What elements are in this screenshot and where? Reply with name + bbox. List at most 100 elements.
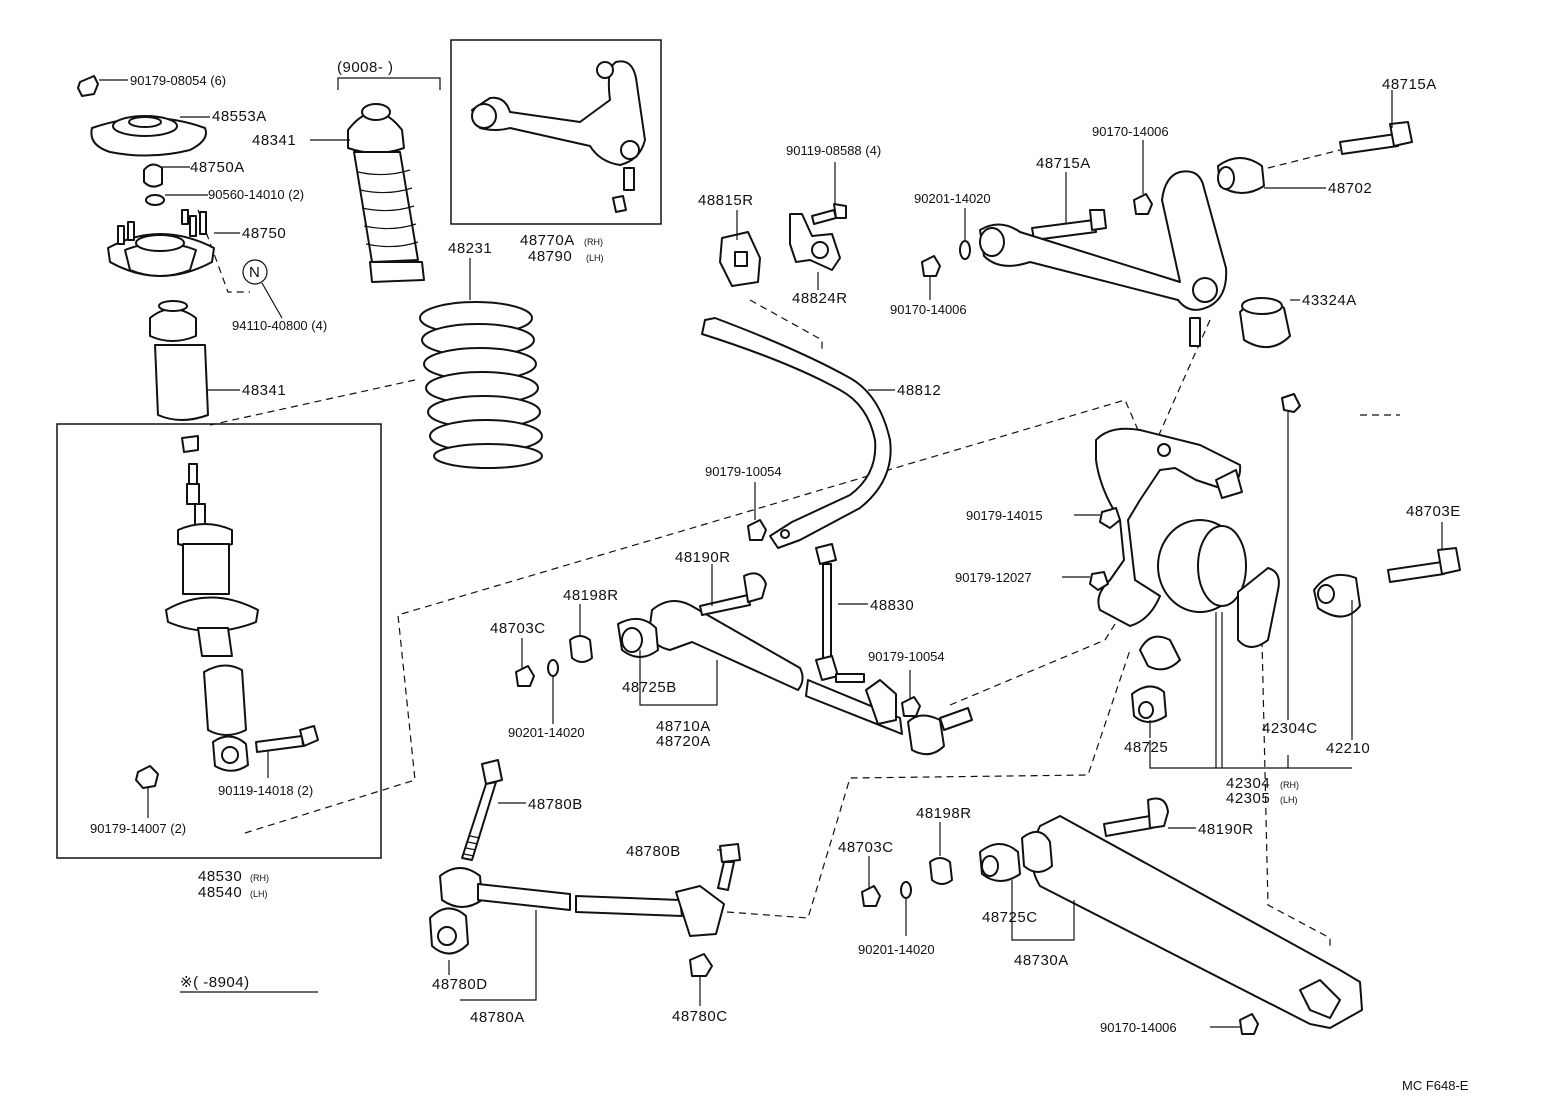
label-48540: 48540: [198, 884, 242, 901]
nut-90179-14007-icon: [135, 765, 159, 789]
guide-lower-arm: [726, 649, 1131, 919]
washer-90201-14020-a-icon: [547, 659, 559, 677]
label-90179-10054-a: 90179-10054: [705, 464, 782, 479]
bolt-48703E-icon: [1387, 547, 1461, 583]
upper-arm-48770A-icon: [471, 60, 646, 213]
label-90201-14020-c: 90201-14020: [914, 191, 991, 206]
label-48710A: 48710A: [656, 718, 711, 735]
label-43324A: 43324A: [1302, 292, 1357, 309]
washer-48198R-b-icon: [929, 857, 953, 885]
label-9008: (9008- ): [337, 59, 394, 76]
lower-arm-48730A-icon: [979, 815, 1363, 1029]
bolt-90119-08588-icon: [811, 203, 847, 225]
bumper-48341-upper-icon: [347, 103, 425, 283]
strut-rod-48780A-icon: [429, 867, 725, 955]
shock-absorber-icon: [165, 435, 259, 772]
label-48780D: 48780D: [432, 976, 488, 993]
label-90201-14020-b: 90201-14020: [858, 942, 935, 957]
washer-90560-14010-icon: [145, 194, 165, 206]
new-part-mark-icon: [242, 259, 268, 285]
bolt-48780B-b-icon: [717, 843, 741, 891]
steering-knuckle-icon: [1095, 427, 1280, 671]
lower-link-assembly-icon: [805, 679, 973, 756]
label-48190R-b: 48190R: [1198, 821, 1254, 838]
label-48780B-b: 48780B: [626, 843, 681, 860]
nut-48703C-b-icon: [861, 885, 881, 907]
diagram-code: MC F648-E: [1402, 1078, 1469, 1093]
bushing-48815R-icon: [719, 231, 761, 287]
washer-90201-14020-b-icon: [900, 881, 912, 899]
label-8904: ※( -8904): [180, 974, 250, 991]
label-48790: 48790: [528, 248, 572, 265]
label-48530: 48530: [198, 868, 242, 885]
bushing-48725-icon: [1131, 685, 1167, 723]
label-48341-upper: 48341: [252, 132, 296, 149]
nut-90170-14006-b-icon: [1133, 193, 1153, 215]
label-42304C: 42304C: [1262, 720, 1318, 737]
support-plate-48553A-icon: [90, 115, 207, 157]
part-labels: 90179-08054 (6) 48553A 48750A 90560-1401…: [90, 59, 1469, 1093]
new-part-mark-label: N: [249, 264, 260, 281]
bushing-42210-icon: [1313, 574, 1361, 618]
label-48715A-b: 48715A: [1036, 155, 1091, 172]
label-48770A-side: (RH): [584, 237, 603, 247]
label-42305-side: (LH): [1280, 795, 1298, 805]
label-90560-14010: 90560-14010 (2): [208, 187, 304, 202]
boot-43324A-icon: [1239, 297, 1291, 348]
label-48750: 48750: [242, 225, 286, 242]
nut-48780C-icon: [689, 953, 713, 977]
label-48703C-a: 48703C: [490, 620, 546, 637]
bracket-48824R-icon: [789, 213, 841, 271]
label-48530-side: (RH): [250, 873, 269, 883]
bolt-48190R-b-icon: [1103, 797, 1169, 837]
label-42304: 42304: [1226, 775, 1270, 792]
label-48730A: 48730A: [1014, 952, 1069, 969]
label-48703C-b: 48703C: [838, 839, 894, 856]
support-48750-icon: [107, 209, 215, 277]
label-90179-12027: 90179-12027: [955, 570, 1032, 585]
label-48702: 48702: [1328, 180, 1372, 197]
label-48780A: 48780A: [470, 1009, 525, 1026]
label-48540-side: (LH): [250, 889, 268, 899]
label-48824R: 48824R: [792, 290, 848, 307]
label-90170-14006-c: 90170-14006: [1100, 1020, 1177, 1035]
label-94110-40800: 94110-40800 (4): [232, 318, 327, 333]
label-90201-14020-a: 90201-14020: [508, 725, 585, 740]
nut-90179-08054-icon: [77, 75, 99, 97]
label-48715A-a: 48715A: [1382, 76, 1437, 93]
nut-90170-14006-a-icon: [921, 255, 941, 277]
label-90119-08588: 90119-08588 (4): [786, 143, 881, 158]
label-90170-14006-a: 90170-14006: [1092, 124, 1169, 139]
label-48812: 48812: [897, 382, 941, 399]
nut-90170-14006-c-icon: [1239, 1013, 1259, 1035]
bumper-48341-lower-icon: [149, 300, 209, 421]
nut-90179-10054-b-icon: [901, 696, 921, 717]
label-48341-lower: 48341: [242, 382, 286, 399]
label-48830: 48830: [870, 597, 914, 614]
bolt-90119-14018-icon: [255, 725, 319, 753]
bolt-48190R-a-icon: [699, 572, 767, 616]
label-48198R-a: 48198R: [563, 587, 619, 604]
bushing-48702-icon: [1217, 157, 1265, 194]
lower-control-arm-48710A-icon: [617, 600, 804, 691]
upper-control-arm-icon: [979, 170, 1228, 347]
stabilizer-link-48830-icon: [815, 543, 865, 683]
label-48780C: 48780C: [672, 1008, 728, 1025]
washer-90201-14020-c-icon: [959, 240, 971, 260]
nut-42304C-icon: [1281, 393, 1301, 413]
label-48780B-a: 48780B: [528, 796, 583, 813]
label-48725C: 48725C: [982, 909, 1038, 926]
label-48553A: 48553A: [212, 108, 267, 125]
guide-48702: [1267, 149, 1341, 169]
guide-stabilizer-bushing: [749, 299, 823, 352]
nut-90179-10054-a-icon: [747, 519, 767, 541]
label-48703E: 48703E: [1406, 503, 1461, 520]
stabilizer-bar-48812-icon: [701, 317, 892, 549]
label-90170-14006-b: 90170-14006: [890, 302, 967, 317]
label-48725: 48725: [1124, 739, 1168, 756]
label-48720A: 48720A: [656, 733, 711, 750]
bolt-48715A-a-icon: [1339, 121, 1413, 155]
label-48750A: 48750A: [190, 159, 245, 176]
washer-48198R-a-icon: [569, 635, 593, 663]
